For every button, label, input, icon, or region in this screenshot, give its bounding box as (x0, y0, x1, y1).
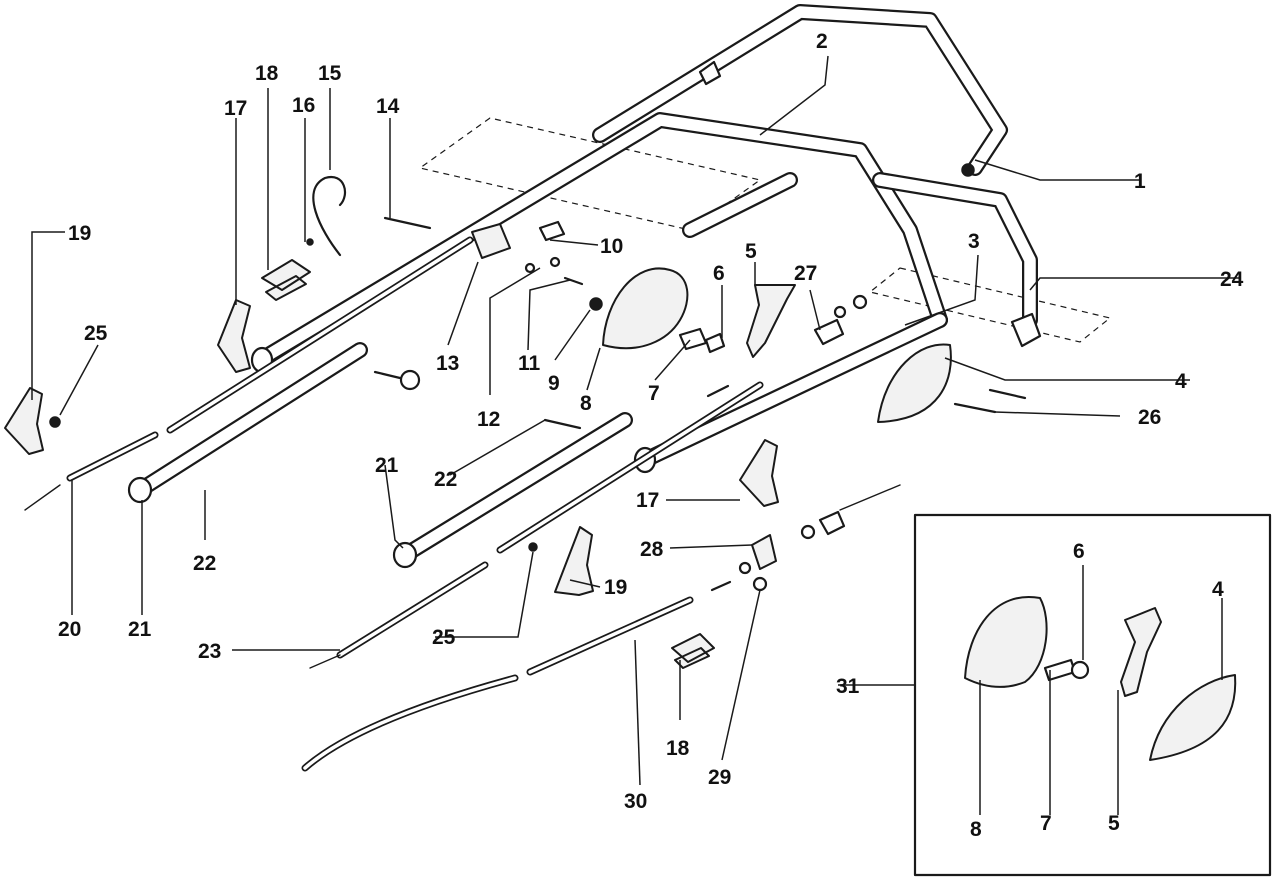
callout-18: 18 (255, 62, 279, 85)
callout-14: 14 (376, 95, 400, 118)
callout-21: 21 (128, 618, 152, 641)
callout-19: 19 (68, 222, 91, 245)
callout-7: 7 (648, 382, 660, 405)
control-housing (602, 267, 952, 423)
callout-22b: 22 (193, 552, 216, 575)
callout-3: 3 (968, 230, 980, 253)
cable-hook (312, 175, 347, 257)
callout-8b: 8 (970, 818, 982, 841)
callout-1: 1 (1134, 170, 1146, 193)
callout-26: 26 (1138, 406, 1161, 429)
callout-22: 22 (434, 468, 457, 491)
callout-19b: 19 (604, 576, 627, 599)
cable-clips (261, 259, 715, 669)
callout-4b: 4 (1212, 578, 1224, 601)
lower-handle (250, 112, 948, 474)
upper-handle (592, 4, 1008, 177)
callout-15: 15 (318, 62, 342, 85)
callout-31: 31 (836, 675, 860, 698)
inset-box (913, 513, 1272, 877)
callout-21b: 21 (375, 454, 399, 477)
callout-25: 25 (84, 322, 108, 345)
callout-9: 9 (548, 372, 560, 395)
callout-30: 30 (624, 790, 647, 813)
callout-11: 11 (518, 352, 541, 375)
callout-16: 16 (292, 94, 315, 117)
callout-20: 20 (58, 618, 81, 641)
callout-5: 5 (745, 240, 757, 263)
wing-knobs (4, 299, 779, 596)
callout-29: 29 (708, 766, 731, 789)
leader-lines (31, 55, 1240, 815)
callout-18b: 18 (666, 737, 690, 760)
callout-8: 8 (580, 392, 592, 415)
callout-27: 27 (794, 262, 817, 285)
fasteners (49, 216, 1027, 592)
callout-13: 13 (436, 352, 459, 375)
callout-17b: 17 (636, 489, 659, 512)
callout-23: 23 (198, 640, 221, 663)
callout-28: 28 (640, 538, 664, 561)
callout-5b: 5 (1108, 812, 1120, 835)
callout-6: 6 (713, 262, 725, 285)
callout-12: 12 (477, 408, 500, 431)
callout-6b: 6 (1073, 540, 1085, 563)
callout-4: 4 (1175, 370, 1187, 393)
callout-24: 24 (1220, 268, 1244, 291)
cables (24, 236, 901, 772)
callout-7b: 7 (1040, 812, 1052, 835)
callout-labels: 1 2 3 4 5 6 7 8 9 10 11 12 13 14 15 16 1… (58, 30, 1244, 841)
side-rail (872, 172, 1042, 348)
lower-tubes (127, 342, 633, 569)
callout-10: 10 (600, 235, 623, 258)
callout-17: 17 (224, 97, 247, 120)
callout-25b: 25 (432, 626, 456, 649)
callout-2: 2 (816, 30, 828, 53)
